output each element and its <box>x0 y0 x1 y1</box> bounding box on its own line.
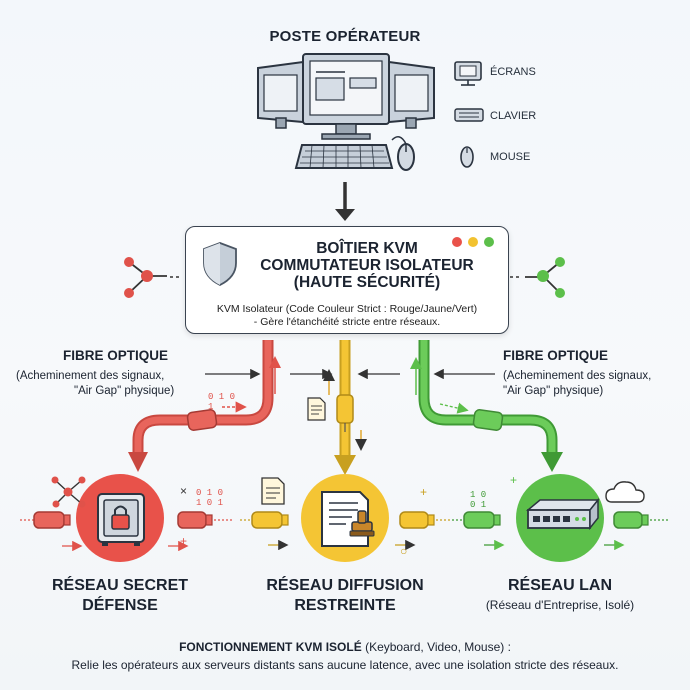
status-dot-yellow <box>468 237 478 247</box>
kvm-title: BOÎTIER KVM COMMUTATEUR ISOLATEUR (HAUTE… <box>226 240 508 291</box>
svg-text:+: + <box>420 485 427 499</box>
network-lan-circle <box>516 474 604 562</box>
legend-screens-label: ÉCRANS <box>490 66 536 78</box>
network-secret-title: RÉSEAU SECRET DÉFENSE <box>40 576 200 616</box>
network-restricted-circle <box>301 474 389 562</box>
legend-mouse-icon <box>460 146 474 168</box>
svg-text:+: + <box>180 534 187 548</box>
svg-text:+: + <box>510 473 517 487</box>
network-restricted-title: RÉSEAU DIFFUSION RESTREINTE <box>255 576 435 616</box>
green-connector-left <box>452 511 505 551</box>
fibre-right-title: FIBRE OPTIQUE <box>503 348 609 363</box>
cloud-icon <box>605 481 645 503</box>
network-lan-title-line-1: RÉSEAU LAN <box>507 577 612 594</box>
kvm-title-line-3: (HAUTE SÉCURITÉ) <box>293 274 441 291</box>
operator-monitors-icon <box>257 53 435 140</box>
network-lan-subtitle: (Réseau d'Entreprise, Isolé) <box>485 598 635 612</box>
binary-right: 1 0 0 1 <box>470 490 487 510</box>
kvm-desc-line-2: - Gère l'étanchéité stricte entre réseau… <box>253 316 441 328</box>
left-node-graph-icon <box>124 257 182 298</box>
svg-text:×: × <box>180 484 187 498</box>
network-lan-title: RÉSEAU LAN <box>470 576 650 596</box>
operator-keyboard-icon <box>294 144 394 169</box>
kvm-description: KVM Isolateur (Code Couleur Strict : Rou… <box>186 303 508 329</box>
footer-line-2: Relie les opérateurs aux serveurs distan… <box>71 658 619 672</box>
right-node-graph-icon <box>510 257 565 298</box>
svg-text:○: ○ <box>400 544 407 558</box>
green-connector-right <box>604 511 668 551</box>
network-restricted-title-line-1: RÉSEAU DIFFUSION <box>266 577 424 594</box>
fibre-left-sub-2: "Air Gap" physique) <box>74 385 175 397</box>
fibre-right-sub-1: (Acheminement des signaux, <box>503 370 652 382</box>
binary-mid: 0 1 0 1 0 1 <box>196 488 224 508</box>
operator-title: POSTE OPÉRATEUR <box>269 28 421 45</box>
network-secret-title-line-2: DÉFENSE <box>82 597 158 614</box>
secret-node-graph-icon <box>51 476 86 508</box>
footer-rest: (Keyboard, Video, Mouse) : <box>361 640 511 654</box>
operator-to-kvm-arrow <box>335 182 355 221</box>
status-dot-red <box>452 237 462 247</box>
yellow-fibre-cable <box>323 340 367 475</box>
fibre-left-title: FIBRE OPTIQUE <box>63 348 169 363</box>
fibre-document-icon <box>307 397 326 421</box>
status-dot-green <box>484 237 494 247</box>
sparkle-marks: × + + + ○ <box>180 473 517 558</box>
yellow-connector-left <box>240 511 289 551</box>
red-connector-left <box>20 511 83 552</box>
fibre-left-sub-1: (Acheminement des signaux, <box>16 370 165 382</box>
restricted-document-icon <box>261 477 285 505</box>
footer-bold: FONCTIONNEMENT KVM ISOLÉ <box>179 640 362 654</box>
operator-mouse-icon <box>391 136 415 171</box>
red-connector-right <box>168 511 232 552</box>
legend-keyboard-icon <box>454 108 484 122</box>
shield-icon <box>203 242 237 287</box>
fibre-right-sub-2: "Air Gap" physique) <box>503 385 604 397</box>
legend-keyboard-label: CLAVIER <box>490 110 537 122</box>
network-restricted-title-line-2: RESTREINTE <box>294 597 396 614</box>
kvm-desc-line-1: KVM Isolateur (Code Couleur Strict : Rou… <box>216 303 478 315</box>
footer-line-1: FONCTIONNEMENT KVM ISOLÉ (Keyboard, Vide… <box>0 640 690 654</box>
yellow-connector-right <box>395 511 450 551</box>
status-dots <box>452 237 494 247</box>
green-fibre-cable <box>410 340 563 472</box>
network-secret-title-line-1: RÉSEAU SECRET <box>51 577 189 594</box>
binary-left: 0 1 0 1 <box>208 392 236 412</box>
red-fibre-cable <box>128 340 281 472</box>
kvm-title-line-2: COMMUTATEUR ISOLATEUR <box>260 257 474 274</box>
network-secret-circle <box>76 474 164 562</box>
legend-monitor-icon <box>454 61 482 86</box>
kvm-box: BOÎTIER KVM COMMUTATEUR ISOLATEUR (HAUTE… <box>185 226 509 334</box>
legend-mouse-label: MOUSE <box>490 151 531 163</box>
kvm-title-line-1: BOÎTIER KVM <box>316 240 418 257</box>
